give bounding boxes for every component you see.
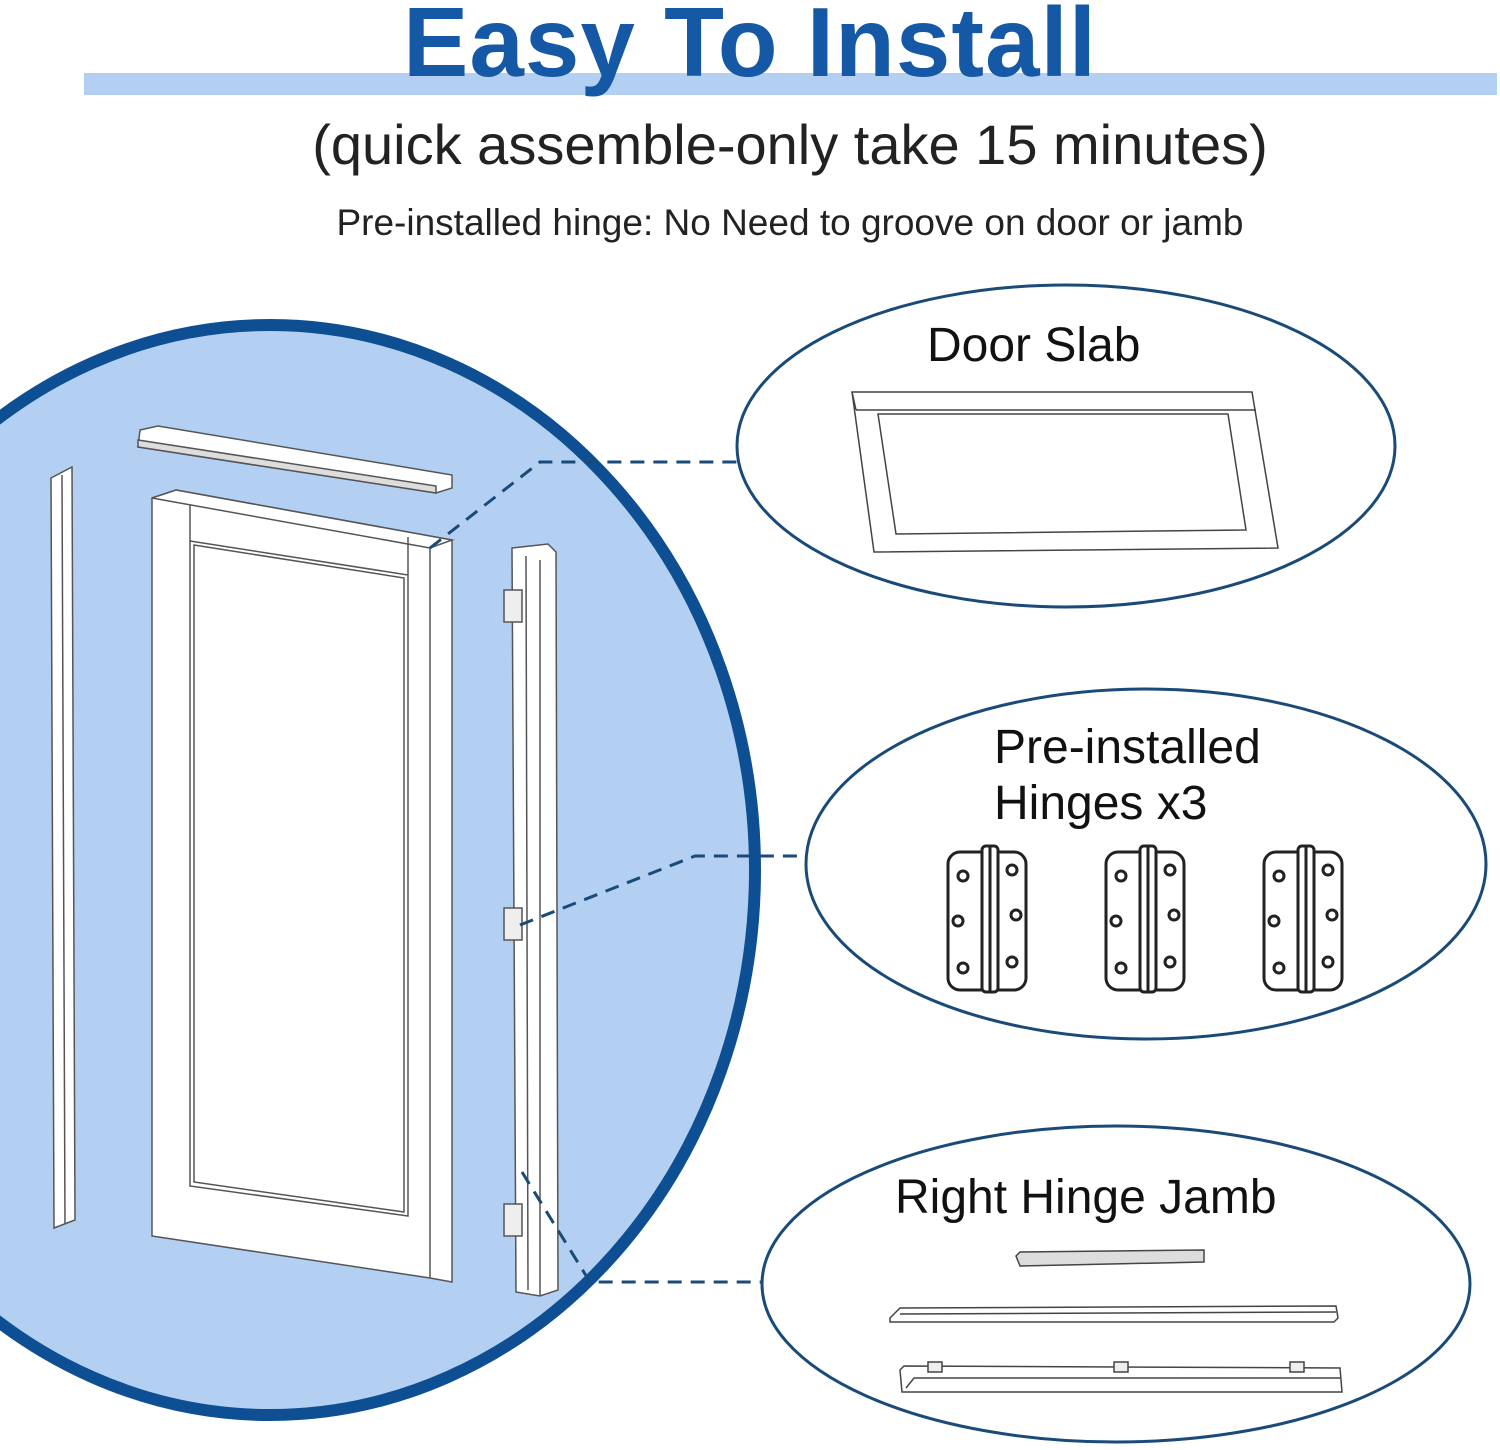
hinge-icon [946,844,1344,994]
install-note: Pre-installed hinge: No Need to groove o… [336,202,1244,243]
head-jamb-icon [137,425,453,494]
title-underline-bar [84,73,1497,95]
hinges-label-line1: Pre-installed [994,721,1261,774]
jamb-label: Right Hinge Jamb [895,1171,1277,1224]
jamb-icon [889,1249,1343,1393]
hinge-1-icon [946,844,1028,994]
leader-line [429,460,808,1284]
page-title: Easy To Install [403,0,1097,97]
door-slab-label: Door Slab [927,319,1141,372]
hinges-label-line2: Hinges x3 [994,777,1208,830]
page-subtitle: (quick assemble-only take 15 minutes) [312,113,1268,176]
door-slab-icon [151,489,455,1283]
hinge-3-icon [1262,844,1344,994]
hinge-2-icon [1104,844,1186,994]
left-jamb-icon [50,465,76,1230]
door-slab-flat-icon [851,391,1279,553]
right-jamb-icon [503,543,559,1297]
